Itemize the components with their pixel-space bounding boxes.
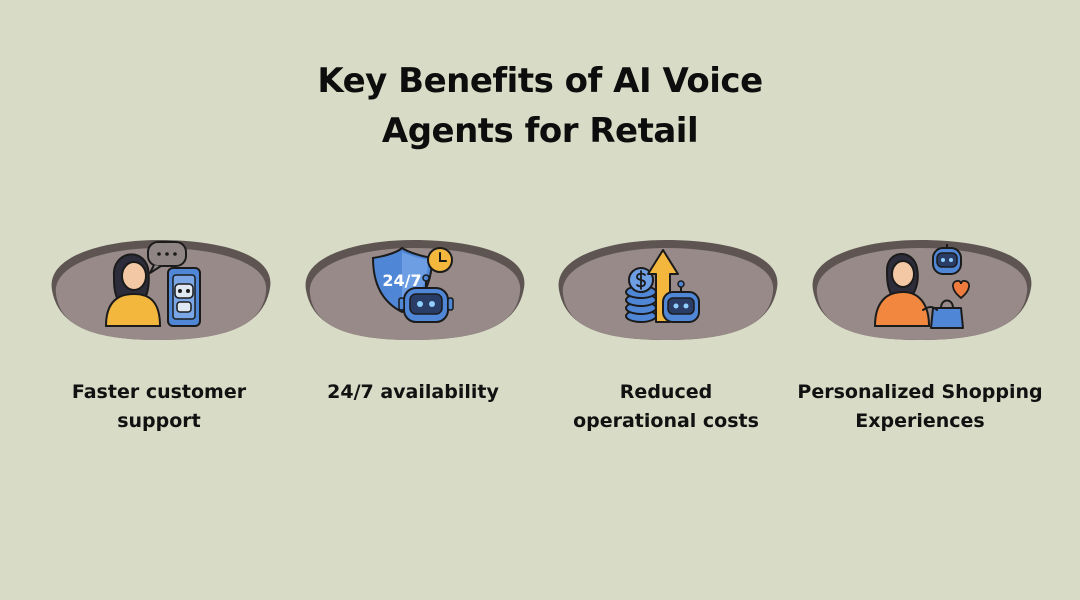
page-title-line-2: Agents for Retail [381, 111, 699, 151]
benefit-label: Personalized Shopping Experiences [785, 378, 1055, 436]
benefit-label-line-1: Personalized Shopping [797, 381, 1043, 403]
benefit-label-line-1: Faster customer [71, 381, 247, 403]
benefit-label-line-2: support [117, 410, 201, 432]
shield-badge-text: 24/7 [382, 271, 421, 290]
personalized-shopping-icon [812, 240, 1032, 340]
page-title-line-1: Key Benefits of AI Voice [317, 61, 763, 101]
benefit-label-line-2: Experiences [855, 410, 985, 432]
round-the-clock-robot-icon: 24/7 [305, 240, 525, 340]
cost-reduction-robot-icon [558, 240, 778, 340]
benefit-label-line-1: Reduced [619, 381, 713, 403]
page-title: Key Benefits of AI Voice Agents for Reta… [0, 56, 1080, 156]
benefit-label: Faster customer support [24, 378, 294, 436]
benefit-label: 24/7 availability [278, 378, 548, 407]
benefit-label-line-2: operational costs [573, 410, 759, 432]
benefit-label: Reduced operational costs [531, 378, 801, 436]
customer-support-chatbot-icon [51, 240, 271, 340]
benefit-label-line-1: 24/7 availability [327, 381, 499, 403]
